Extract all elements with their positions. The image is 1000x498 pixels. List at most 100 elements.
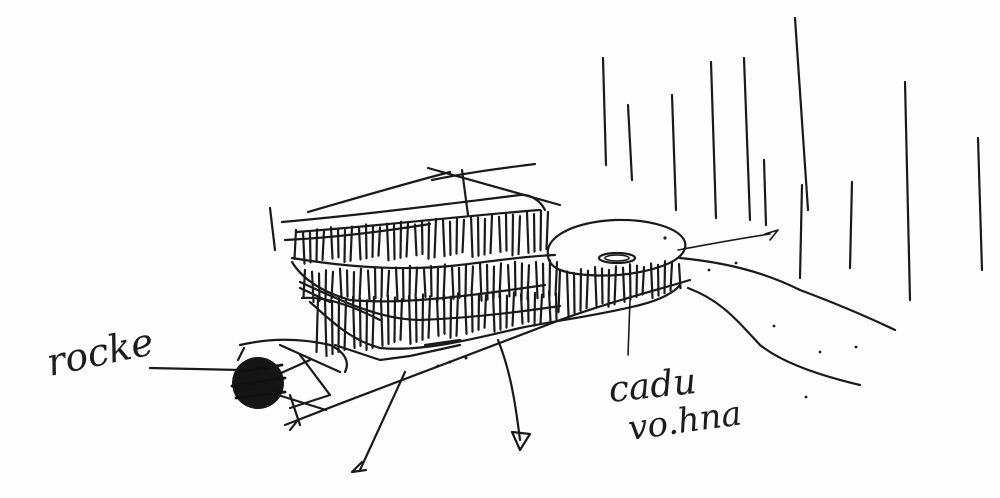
hatch-stroke [656, 263, 660, 297]
hatch-stroke [539, 293, 544, 325]
hatch-stroke [392, 224, 396, 261]
hatch-stroke [504, 212, 508, 252]
hatch-stroke [421, 293, 425, 341]
hatch-stroke [373, 266, 377, 300]
hatch-stroke [548, 259, 552, 298]
hatch-stroke [498, 262, 503, 299]
hatch-stroke [545, 210, 550, 251]
hatch-stroke [483, 217, 487, 256]
hatch-stroke [533, 291, 537, 327]
hatch-stroke [386, 294, 390, 345]
hatch-stroke [315, 296, 320, 354]
hatch-stroke [505, 294, 509, 329]
hatch-stroke [427, 221, 431, 260]
hatch-stroke [457, 266, 461, 299]
hatch-stroke [380, 267, 384, 299]
hatch-stroke [321, 229, 326, 261]
hatch-stroke [677, 262, 682, 290]
hatch-stroke [557, 268, 562, 314]
hatch-stroke [534, 260, 539, 300]
hatch-stroke [436, 266, 440, 303]
hatch-stroke [351, 295, 356, 350]
hatch-stroke [357, 226, 362, 261]
hatch-stroke [506, 263, 511, 298]
hatch-stroke [600, 267, 604, 305]
hatch-stroke [427, 295, 432, 339]
hatch-stroke [476, 216, 480, 257]
hatch-stroke [420, 219, 424, 256]
hatch-stroke [554, 292, 558, 321]
hatch-stroke [525, 211, 530, 254]
hatch-stroke [593, 265, 598, 307]
hatch-stroke [539, 209, 543, 252]
hatch-stroke [519, 293, 524, 325]
hatch-stroke [635, 264, 639, 299]
building-top-hatching [293, 209, 550, 265]
hatch-stroke [621, 266, 626, 303]
hatch-stroke [379, 297, 384, 347]
hatch-stroke [469, 215, 474, 259]
hatch-stroke [293, 228, 298, 261]
hatch-stroke [330, 270, 335, 300]
hatch-stroke [463, 294, 468, 335]
hatch-stroke [405, 222, 410, 258]
hatch-stroke [628, 263, 632, 301]
hatch-stroke [470, 265, 475, 297]
hatch-stroke [449, 295, 453, 339]
hatch-stroke [511, 291, 516, 327]
hatch-stroke [585, 269, 590, 310]
hatch-stroke [455, 217, 459, 255]
hatch-stroke [401, 268, 405, 302]
hatch-stroke [498, 292, 502, 331]
hatch-stroke [435, 296, 440, 337]
hatch-stroke [386, 269, 391, 298]
hatch-stroke [579, 268, 583, 312]
hatch-stroke [302, 268, 307, 299]
hatch-stroke [337, 297, 341, 354]
hatch-stroke [448, 220, 452, 256]
hatch-stroke [408, 264, 412, 301]
hatch-stroke [399, 298, 404, 341]
terrain-lines [677, 229, 897, 399]
building-lower-hatching [315, 289, 558, 358]
hatch-stroke [358, 297, 362, 348]
hatch-stroke [343, 229, 347, 264]
hatch-stroke [349, 225, 354, 262]
hatch-stroke [547, 290, 552, 323]
label-line1-text: cadu [607, 361, 699, 411]
hatch-stroke [364, 223, 368, 260]
hatch-stroke [526, 289, 530, 323]
building-middle-hatching [302, 259, 559, 304]
hatch-stroke [461, 218, 466, 254]
hatch-stroke [413, 223, 418, 257]
label-rocke-text: rocke [43, 319, 158, 384]
hatch-stroke [429, 264, 433, 298]
building-top-slab [268, 162, 562, 270]
hatch-stroke [365, 299, 369, 352]
hatch-stroke [607, 268, 611, 308]
hatch-stroke [393, 296, 397, 343]
hatch-stroke [343, 298, 348, 352]
hatch-stroke [613, 265, 618, 306]
hatch-stroke [358, 267, 363, 302]
hatch-stroke [464, 263, 468, 298]
hatch-stroke [450, 265, 455, 300]
hatch-stroke [301, 230, 306, 265]
hatch-stroke [338, 267, 343, 299]
hatch-stroke [497, 215, 502, 254]
hatch-stroke [371, 224, 375, 259]
hatch-stroke [455, 292, 460, 337]
hatch-stroke [345, 269, 349, 298]
hatch-stroke [491, 291, 496, 333]
pavilion-hatching [557, 260, 682, 317]
hatch-stroke [511, 213, 515, 257]
hatch-stroke [422, 268, 427, 299]
hatch-stroke [442, 293, 446, 335]
hatch-stroke [477, 292, 481, 331]
hatch-stroke [489, 214, 494, 255]
hatch-stroke [485, 263, 489, 301]
hatch-stroke [483, 294, 488, 329]
vertical-tree-lines [601, 16, 984, 302]
